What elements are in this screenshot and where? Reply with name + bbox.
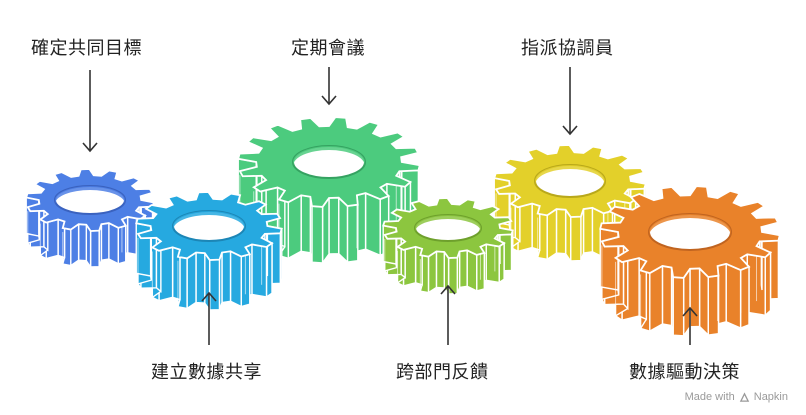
gear6-side bbox=[649, 264, 664, 333]
gear5-side bbox=[546, 207, 558, 261]
gear6-side bbox=[682, 266, 691, 339]
gear4-side bbox=[458, 249, 468, 289]
gear4-side bbox=[466, 249, 478, 293]
gear3-side bbox=[364, 192, 381, 257]
gear2-side bbox=[221, 250, 232, 304]
gear3-side bbox=[300, 194, 312, 254]
gear3-side bbox=[346, 203, 359, 263]
gear5-hub-wall bbox=[535, 165, 605, 185]
watermark-brand: Napkin bbox=[753, 391, 788, 403]
gear1-side bbox=[77, 223, 88, 262]
gear3-hub-wall bbox=[293, 146, 365, 166]
gear3-side bbox=[337, 196, 349, 264]
gear6-side bbox=[689, 267, 701, 328]
arrow-gear3-head bbox=[321, 95, 337, 106]
gear6-side bbox=[672, 276, 685, 337]
gear4-side bbox=[427, 250, 438, 294]
label-gear4: 跨部門反饋 bbox=[396, 362, 489, 383]
gear6-side bbox=[764, 251, 772, 317]
gear1-side bbox=[100, 222, 110, 261]
gear6-side bbox=[661, 265, 673, 327]
label-gear1: 確定共同目標 bbox=[31, 38, 142, 59]
gear1-hub-wall bbox=[55, 186, 125, 204]
gear2-hub-wall bbox=[173, 211, 245, 230]
label-gear6: 數據驅動決策 bbox=[629, 362, 740, 383]
gear5-side bbox=[569, 215, 582, 262]
gear1-side bbox=[89, 229, 100, 268]
gear5-side bbox=[582, 206, 594, 254]
label-gear3: 定期會議 bbox=[291, 38, 365, 59]
gear6-side bbox=[698, 266, 709, 337]
gear4-shape bbox=[382, 197, 514, 297]
arrow-gear5-head bbox=[562, 125, 578, 136]
gear2-shape bbox=[135, 191, 283, 313]
gear5-side bbox=[555, 208, 567, 255]
gear1-side bbox=[108, 221, 119, 265]
gear3-side bbox=[328, 196, 340, 255]
arrow-gear1-head bbox=[82, 142, 98, 153]
gear6-shape bbox=[599, 185, 781, 339]
gear2-side bbox=[229, 250, 242, 308]
arrow-gear6-head bbox=[682, 306, 698, 317]
gear1-side bbox=[70, 222, 80, 267]
napkin-watermark: Made with Napkin bbox=[685, 391, 788, 403]
gear3-side bbox=[321, 195, 330, 266]
gear2-side bbox=[195, 251, 206, 304]
gear4-side bbox=[435, 250, 445, 289]
arrow-gear2-head bbox=[201, 291, 217, 302]
gear4-side bbox=[485, 243, 500, 284]
gear6-side bbox=[739, 265, 750, 330]
gear6-side bbox=[725, 262, 742, 330]
gear6-side bbox=[707, 274, 720, 336]
arrow-gear4-head bbox=[440, 284, 456, 295]
gear4-hub-wall bbox=[415, 215, 481, 232]
gear1-shape bbox=[25, 168, 155, 270]
gear3-side bbox=[311, 205, 324, 264]
gear3-side bbox=[287, 194, 302, 260]
gear2-side bbox=[186, 251, 197, 310]
watermark-made-with: Made with bbox=[684, 391, 735, 403]
napkin-logo-icon bbox=[739, 391, 749, 402]
gear2-side bbox=[208, 258, 221, 311]
label-gear2: 建立數據共享 bbox=[151, 362, 262, 383]
gear2-side bbox=[251, 243, 268, 298]
label-gear5: 指派協調員 bbox=[521, 38, 614, 59]
gear6-hub-wall bbox=[649, 214, 731, 236]
